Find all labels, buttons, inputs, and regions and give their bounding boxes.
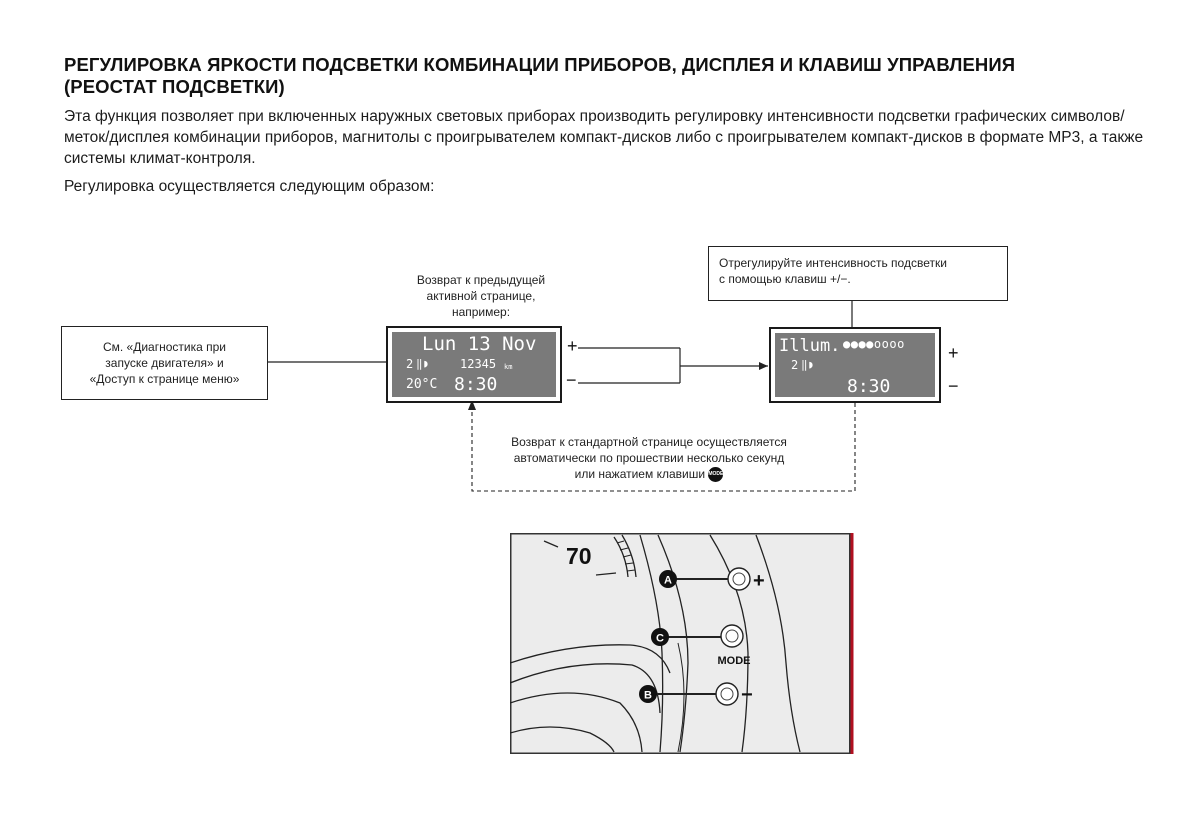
key-c-label: C: [656, 633, 664, 645]
return-standard-line3-wrap: или нажатием клавиши MODE: [474, 466, 824, 483]
procedure-intro: Регулировка осуществляется следующим обр…: [64, 178, 435, 195]
section-title-line1: РЕГУЛИРОВКА ЯРКОСТИ ПОДСВЕТКИ КОМБИНАЦИИ…: [64, 54, 1016, 75]
key-a-label: A: [664, 575, 672, 587]
left-plus-sign: +: [567, 336, 578, 356]
display-time: 8:30: [454, 374, 498, 395]
mode-key-icon: MODE: [708, 467, 724, 483]
instrument-panel-illustration: A + C MODE B − 70: [509, 533, 854, 754]
reference-line3: «Доступ к странице меню»: [89, 372, 240, 386]
section-title-line2: (РЕОСТАТ ПОДСВЕТКИ): [64, 76, 285, 97]
lcd-screen-illumination: Illum. ●●●●oooo 2 ‖◗ 8:30: [775, 333, 935, 397]
lcd-screen-default: Lun 13 Nov 2 ‖◗ 12345 km 20°C 8:30: [392, 332, 556, 397]
key-b-label: B: [644, 690, 652, 702]
illumination-level-bar: ●●●●oooo: [843, 337, 905, 351]
mode-button-label: MODE: [718, 655, 751, 667]
return-previous-line1: Возврат к предыдущей: [416, 273, 546, 287]
display-default-page: Lun 13 Nov 2 ‖◗ 12345 km 20°C 8:30: [386, 326, 562, 403]
return-previous-note: Возврат к предыдущей активной странице, …: [386, 272, 576, 320]
return-standard-line3: или нажатием клавиши: [574, 467, 706, 481]
minus-button-label: −: [741, 684, 753, 706]
headlight-icon: ‖◗: [801, 358, 815, 371]
reference-line2: запуске двигателя» и: [105, 356, 224, 370]
display-date: Lun 13 Nov: [422, 333, 537, 355]
minus-button[interactable]: [715, 682, 739, 706]
adjust-line1: Отрегулируйте интенсивность подсветки: [719, 256, 947, 270]
display-gear: 2: [406, 357, 414, 371]
display-illum-label: Illum.: [779, 336, 841, 356]
left-minus-sign: −: [566, 370, 577, 390]
return-previous-line2: активной странице,: [426, 289, 536, 303]
display-odometer: 12345: [460, 357, 497, 371]
reference-line1: См. «Диагностика при: [102, 340, 227, 354]
plus-button[interactable]: [727, 567, 751, 591]
adjust-line2: с помощью клавиш +/−.: [719, 272, 851, 286]
adjust-brightness-box: Отрегулируйте интенсивность подсветки с …: [708, 246, 1008, 301]
intro-paragraph: Эта функция позволяет при включенных нар…: [64, 108, 1144, 167]
display-gear-right: 2: [791, 358, 799, 372]
display-time-right: 8:30: [847, 376, 891, 397]
return-previous-line3: например:: [451, 305, 511, 319]
return-standard-note: Возврат к стандартной странице осуществл…: [474, 434, 824, 483]
mode-button[interactable]: [720, 624, 744, 648]
reference-box: См. «Диагностика при запуске двигателя» …: [61, 326, 268, 400]
instrument-panel-drawing: A + C MODE B −: [509, 533, 854, 754]
section-title: РЕГУЛИРОВКА ЯРКОСТИ ПОДСВЕТКИ КОМБИНАЦИИ…: [64, 54, 1144, 98]
return-standard-line2: автоматически по прошествии несколько се…: [513, 451, 785, 465]
right-minus-sign: −: [948, 376, 959, 396]
right-plus-sign: +: [948, 343, 959, 363]
display-illumination-page: Illum. ●●●●oooo 2 ‖◗ 8:30: [769, 327, 941, 403]
speed-label: 70: [566, 543, 592, 569]
display-temperature: 20°C: [406, 377, 438, 392]
return-standard-line1: Возврат к стандартной странице осуществл…: [511, 435, 787, 449]
display-odometer-unit: km: [504, 363, 513, 371]
headlight-icon: ‖◗: [416, 357, 430, 370]
plus-button-label: +: [753, 570, 765, 592]
